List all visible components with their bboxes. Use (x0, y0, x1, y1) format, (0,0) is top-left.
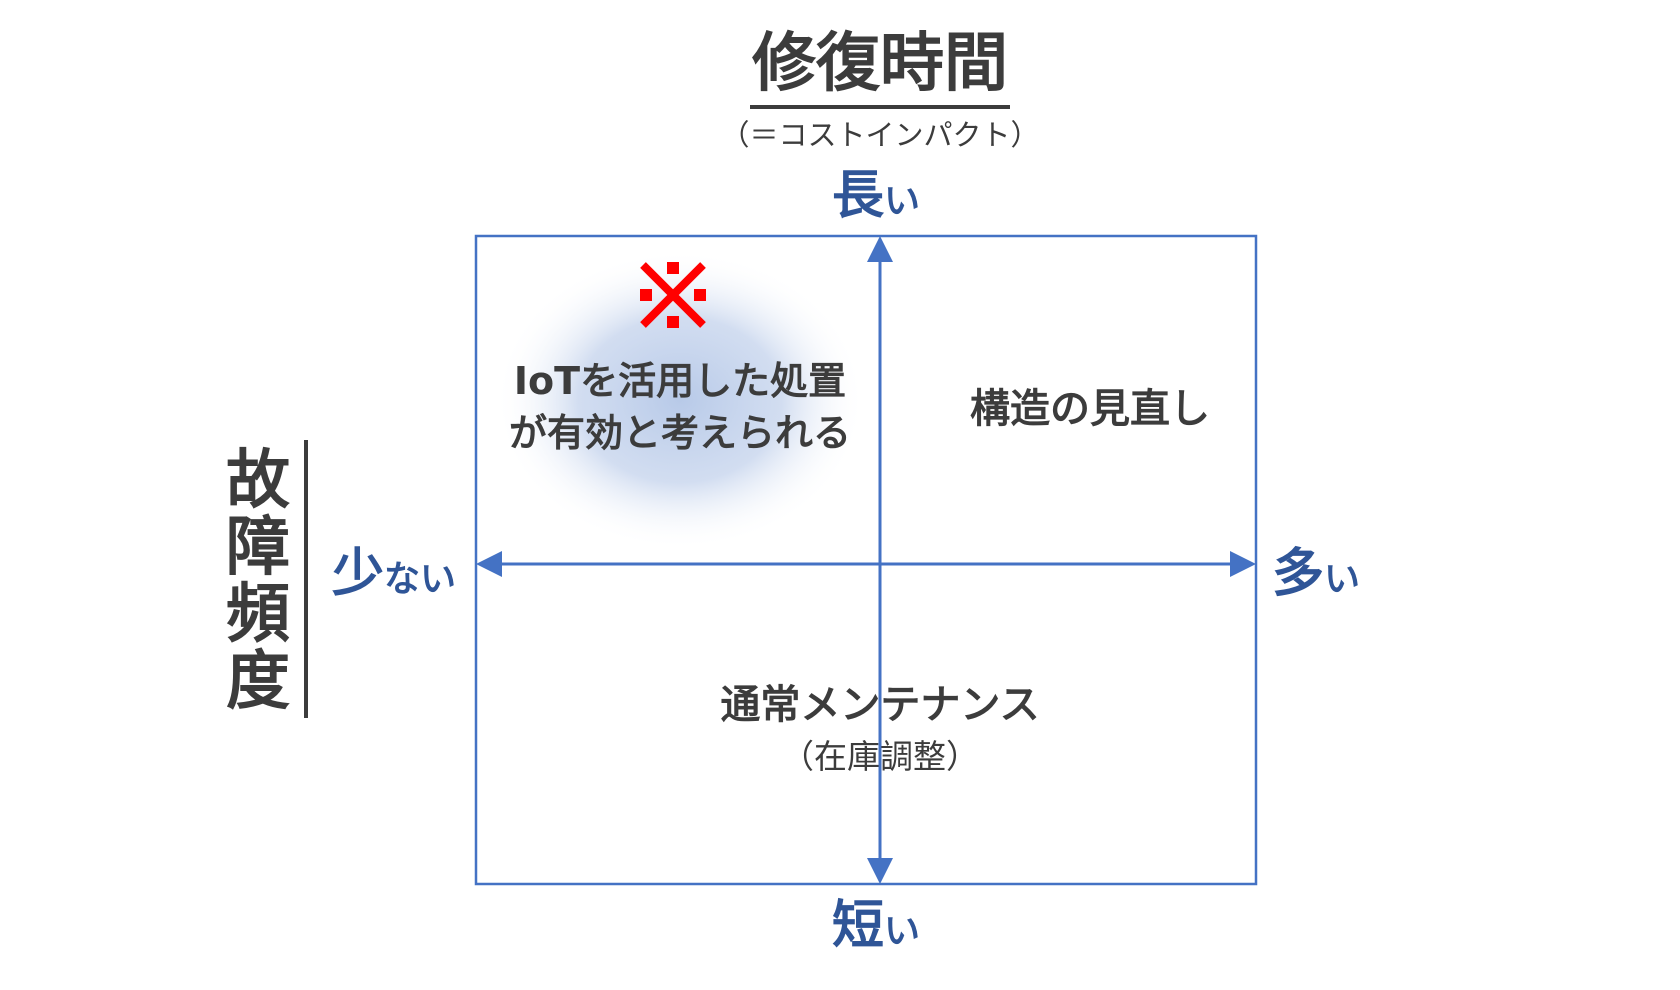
horizontal-axis-title-rule (304, 440, 308, 718)
arrow-down-icon (867, 858, 893, 884)
arrow-right-icon (1230, 551, 1256, 577)
horizontal-axis-title-char: 頻 (226, 578, 290, 652)
reference-mark-icon (640, 262, 706, 328)
vertical-axis-title: 修復時間 (750, 25, 1010, 109)
vertical-axis-title-block: 修復時間 （＝コストインパクト） (600, 25, 1160, 155)
axis-label-left: 少ない (332, 544, 457, 604)
vertical-axis-subtitle: （＝コストインパクト） (720, 118, 1040, 152)
horizontal-axis-title-char: 度 (226, 645, 290, 719)
axis-label-top: 長い (832, 166, 921, 226)
arrow-left-icon (476, 551, 502, 577)
quadrant-bottom-text: 通常メンテナンス (720, 682, 1040, 728)
horizontal-axis-title: 故 障 頻 度 (218, 448, 298, 716)
quadrant-top-left-line1: IoTを活用した処置 (513, 359, 847, 403)
horizontal-axis-title-char: 障 (226, 511, 290, 585)
axis-label-right: 多い (1272, 544, 1361, 604)
quadrant-frame (474, 234, 1258, 886)
horizontal-axis-title-char: 故 (226, 444, 290, 518)
arrow-up-icon (867, 236, 893, 262)
highlight-glow (495, 250, 865, 550)
quadrant-top-left-line2: が有効と考えられる (508, 411, 851, 455)
axis-label-bottom: 短い (832, 896, 921, 956)
quadrant-top-left-text: IoTを活用した処置 が有効と考えられる (480, 355, 880, 459)
quadrant-bottom-subtext: （在庫調整） (781, 737, 979, 776)
quadrant-top-right-text: 構造の見直し (970, 386, 1210, 432)
